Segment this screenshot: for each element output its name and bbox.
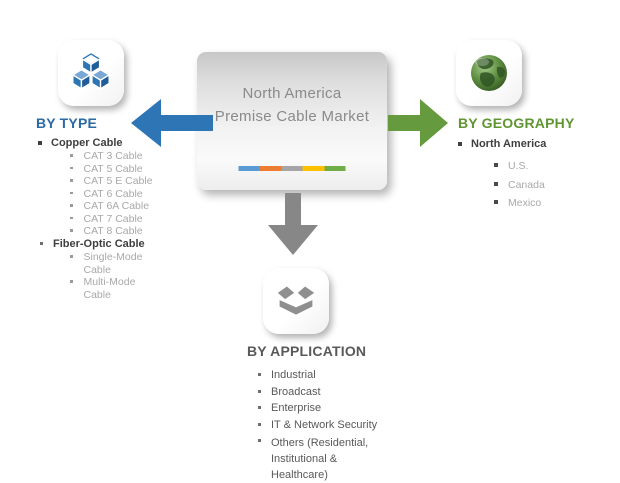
dot-bullet [70,154,73,157]
list-item-label: CAT 6A Cable [83,200,150,212]
list-item-label: Multi-Mode Cable [83,276,136,301]
square-bullet [494,163,498,167]
dot-bullet [70,255,73,258]
list-item-copper-cable: Copper Cable [38,137,123,149]
bar-segment-gray [281,166,303,171]
list-item-canada: Canada [494,179,545,191]
list-item-us: U.S. [494,160,528,172]
list-item-label: Single-Mode Cable [83,251,143,276]
list-item-label: Copper Cable [51,137,123,149]
list-item-it-network-security: IT & Network Security [258,419,377,431]
list-item-cat5: CAT 5 Cable [70,163,143,175]
list-item-label: Fiber-Optic Cable [53,238,145,250]
dot-bullet [70,216,73,219]
list-item-label: IT & Network Security [271,418,378,431]
list-item-label: CAT 3 Cable [83,150,143,162]
down-arrow [268,193,318,255]
bar-segment-blue [238,166,260,171]
list-item-label: North America [471,138,547,150]
dot-bullet [258,389,261,393]
list-item-cat7: CAT 7 Cable [70,213,143,225]
list-item-label: Mexico [508,197,542,209]
dot-bullet [258,406,261,409]
list-item-multi-mode: Multi-Mode Cable [70,276,162,301]
list-item-north-america: North America [458,138,546,150]
square-bullet [458,142,462,146]
dot-bullet [70,229,73,232]
market-title-box: North America Premise Cable Market [197,52,387,190]
market-title-line2: Premise Cable Market [214,108,370,125]
globe-icon [467,51,511,95]
by-geography-icon-card [456,40,522,106]
dot-bullet [258,373,261,376]
dot-bullet [70,204,73,207]
by-application-heading: BY APPLICATION [247,343,367,359]
list-item-label: Broadcast [271,385,321,398]
dot-bullet [70,191,73,194]
bar-segment-green [324,166,346,171]
list-item-broadcast: Broadcast [258,386,321,398]
list-item-label: CAT 5 Cable [83,162,143,175]
list-item-label: Others (Residential, Institutional & Hea… [271,437,369,481]
list-item-enterprise: Enterprise [258,402,321,414]
right-arrow [388,99,448,147]
list-item-cat8: CAT 8 Cable [70,225,143,237]
bar-segment-yellow [302,166,325,171]
by-geography-heading: BY GEOGRAPHY [458,115,575,131]
dot-bullet [70,179,73,182]
dot-bullet [70,280,73,283]
list-item-label: Canada [508,178,545,191]
list-item-cat6: CAT 6 Cable [70,188,143,200]
list-item-label: Industrial [271,369,316,381]
square-bullet [38,141,42,145]
list-item-cat3: CAT 3 Cable [70,150,143,162]
list-item-others: Others (Residential, Institutional & Hea… [258,435,393,483]
dot-bullet [40,242,43,245]
square-bullet [494,200,498,204]
by-type-icon-card [58,40,124,106]
list-item-label: CAT 8 Cable [83,225,143,237]
list-item-label: CAT 6 Cable [83,187,143,200]
dot-bullet [258,439,261,442]
square-bullet [494,181,498,186]
by-application-icon-card [263,268,329,334]
list-item-cat5e: CAT 5 E Cable [70,175,153,187]
market-title-line1: North America [242,85,342,102]
left-arrow [131,99,213,147]
open-box-icon [276,284,316,318]
dot-bullet [70,166,73,169]
list-item-label: CAT 5 E Cable [83,175,153,187]
cubes-icon [70,51,112,95]
list-item-label: Enterprise [271,402,322,414]
accent-color-bar [238,166,346,171]
market-title: North America Premise Cable Market [197,82,387,128]
list-item-industrial: Industrial [258,369,316,381]
list-item-label: CAT 7 Cable [83,212,143,225]
list-item-mexico: Mexico [494,197,541,209]
list-item-fiber-optic: Fiber-Optic Cable [40,238,145,250]
by-type-heading: BY TYPE [36,115,98,131]
dot-bullet [258,422,261,426]
list-item-single-mode: Single-Mode Cable [70,251,162,276]
list-item-cat6a: CAT 6A Cable [70,200,149,212]
bar-segment-orange [259,166,282,171]
list-item-label: U.S. [508,160,529,172]
